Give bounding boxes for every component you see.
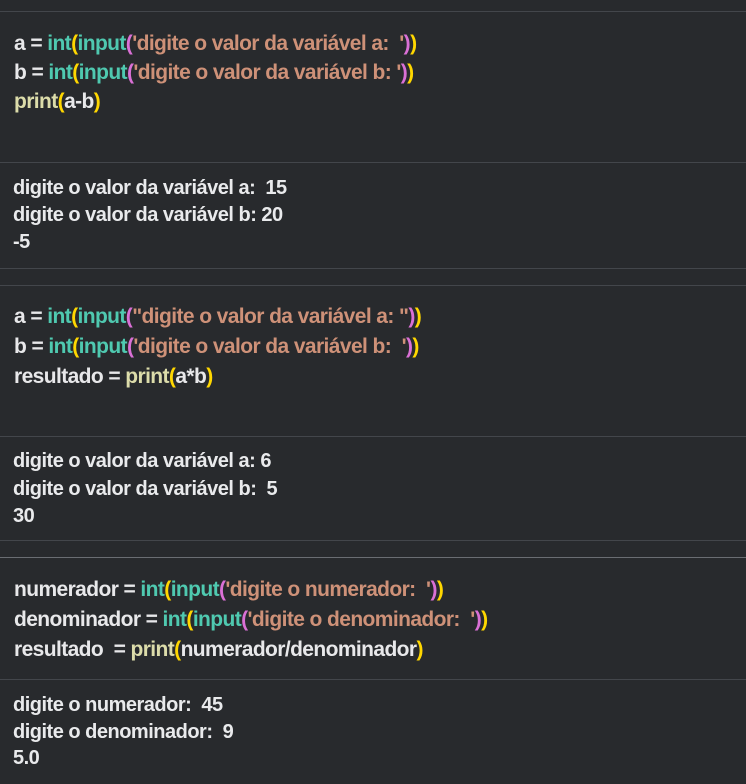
print-function-token: print xyxy=(125,365,169,388)
output-line: digite o valor da variável a: 15 xyxy=(13,177,287,199)
output-line: 5.0 xyxy=(13,747,40,769)
divider-cell1-output xyxy=(0,162,746,163)
builtin-function-token: input xyxy=(78,335,128,358)
paren-token: ( xyxy=(72,61,79,84)
output-line: digite o numerador: 45 xyxy=(13,694,223,716)
print-function-token: print xyxy=(130,638,175,661)
paren-token: ( xyxy=(125,32,133,55)
paren-token: ) xyxy=(405,335,413,358)
code-token-text: numerador/denominador xyxy=(180,638,418,661)
output-line: -5 xyxy=(13,231,30,253)
paren-token: ( xyxy=(241,608,248,631)
code-line[interactable]: a = int(input("digite o valor da variáve… xyxy=(14,302,422,332)
paren-token: ) xyxy=(93,90,101,113)
code-token-text: b = xyxy=(14,61,49,84)
paren-token: ( xyxy=(71,32,78,55)
divider-cell2-output xyxy=(0,436,746,437)
divider-cell2-top xyxy=(0,268,746,269)
paren-token: ) xyxy=(407,61,414,84)
output-line: digite o valor da variável b: 5 xyxy=(13,478,278,500)
builtin-function-token: int xyxy=(140,578,165,601)
paren-token: ) xyxy=(410,32,417,55)
paren-token: ( xyxy=(174,638,181,661)
string-literal-token: "digite o valor da variável a: " xyxy=(132,305,409,328)
code-line[interactable]: denominador = int(input('digite o denomi… xyxy=(14,605,488,635)
code-token-text: a = xyxy=(14,32,48,55)
paren-token: ) xyxy=(206,365,213,388)
string-literal-token: 'digite o valor da variável a: ' xyxy=(132,32,404,55)
paren-token: ) xyxy=(474,608,482,631)
code-line[interactable]: b = int(input('digite o valor da variáve… xyxy=(14,58,414,88)
code-token-text: denominador = xyxy=(14,608,163,631)
code-line[interactable]: resultado = print(a*b) xyxy=(14,362,213,392)
output-line: digite o denominador: 9 xyxy=(13,721,234,743)
builtin-function-token: input xyxy=(77,32,126,55)
paren-token: ) xyxy=(400,61,408,84)
paren-token: ( xyxy=(71,305,78,328)
paren-token: ( xyxy=(219,578,226,601)
output-line: digite o valor da variável b: 20 xyxy=(13,204,283,226)
builtin-function-token: int xyxy=(47,32,72,55)
builtin-function-token: int xyxy=(47,305,72,328)
paren-token: ( xyxy=(186,608,193,631)
paren-token: ( xyxy=(72,335,79,358)
paren-token: ( xyxy=(57,90,65,113)
code-token-text: numerador = xyxy=(14,578,141,601)
paren-token: ) xyxy=(416,638,424,661)
string-literal-token: 'digite o numerador: ' xyxy=(225,578,431,601)
paren-token: ( xyxy=(125,305,133,328)
output-line: digite o valor da variável a: 6 xyxy=(13,450,271,472)
paren-token: ( xyxy=(126,335,134,358)
string-literal-token: 'digite o valor da variável b: ' xyxy=(133,61,401,84)
code-line[interactable]: a = int(input('digite o valor da variáve… xyxy=(14,29,417,59)
output-line: 30 xyxy=(13,505,35,527)
paren-token: ( xyxy=(126,61,134,84)
code-token-text: a*b xyxy=(175,365,207,388)
paren-token: ) xyxy=(412,335,419,358)
paren-token: ) xyxy=(403,32,411,55)
code-token-text: a = xyxy=(14,305,48,328)
divider-cell2-top-2 xyxy=(0,285,746,286)
paren-token: ) xyxy=(436,578,444,601)
builtin-function-token: int xyxy=(48,335,73,358)
paren-token: ) xyxy=(481,608,488,631)
divider-top xyxy=(0,11,746,12)
divider-cell3-top xyxy=(0,540,746,541)
paren-token: ) xyxy=(414,305,422,328)
code-line[interactable]: numerador = int(input('digite o numerado… xyxy=(14,575,444,605)
builtin-function-token: int xyxy=(48,61,73,84)
code-line[interactable]: resultado = print(numerador/denominador) xyxy=(14,635,424,665)
builtin-function-token: int xyxy=(162,608,187,631)
paren-token: ) xyxy=(430,578,437,601)
code-line[interactable]: b = int(input('digite o valor da variáve… xyxy=(14,332,419,362)
divider-cell3-output xyxy=(0,679,746,680)
code-token-text: b = xyxy=(14,335,49,358)
builtin-function-token: input xyxy=(192,608,242,631)
builtin-function-token: input xyxy=(77,305,126,328)
string-literal-token: 'digite o valor da variável b: ' xyxy=(133,335,406,358)
paren-token: ( xyxy=(164,578,171,601)
code-token-text: resultado = xyxy=(14,638,131,661)
print-function-token: print xyxy=(14,90,58,113)
builtin-function-token: input xyxy=(78,61,128,84)
paren-token: ( xyxy=(168,365,176,388)
paren-token: ) xyxy=(408,305,415,328)
code-token-text: resultado = xyxy=(14,365,126,388)
builtin-function-token: input xyxy=(170,578,220,601)
string-literal-token: 'digite o denominador: ' xyxy=(247,608,476,631)
divider-cell3-top-2 xyxy=(0,557,746,558)
code-token-text: a-b xyxy=(64,90,94,113)
code-line[interactable]: print(a-b) xyxy=(14,87,101,117)
